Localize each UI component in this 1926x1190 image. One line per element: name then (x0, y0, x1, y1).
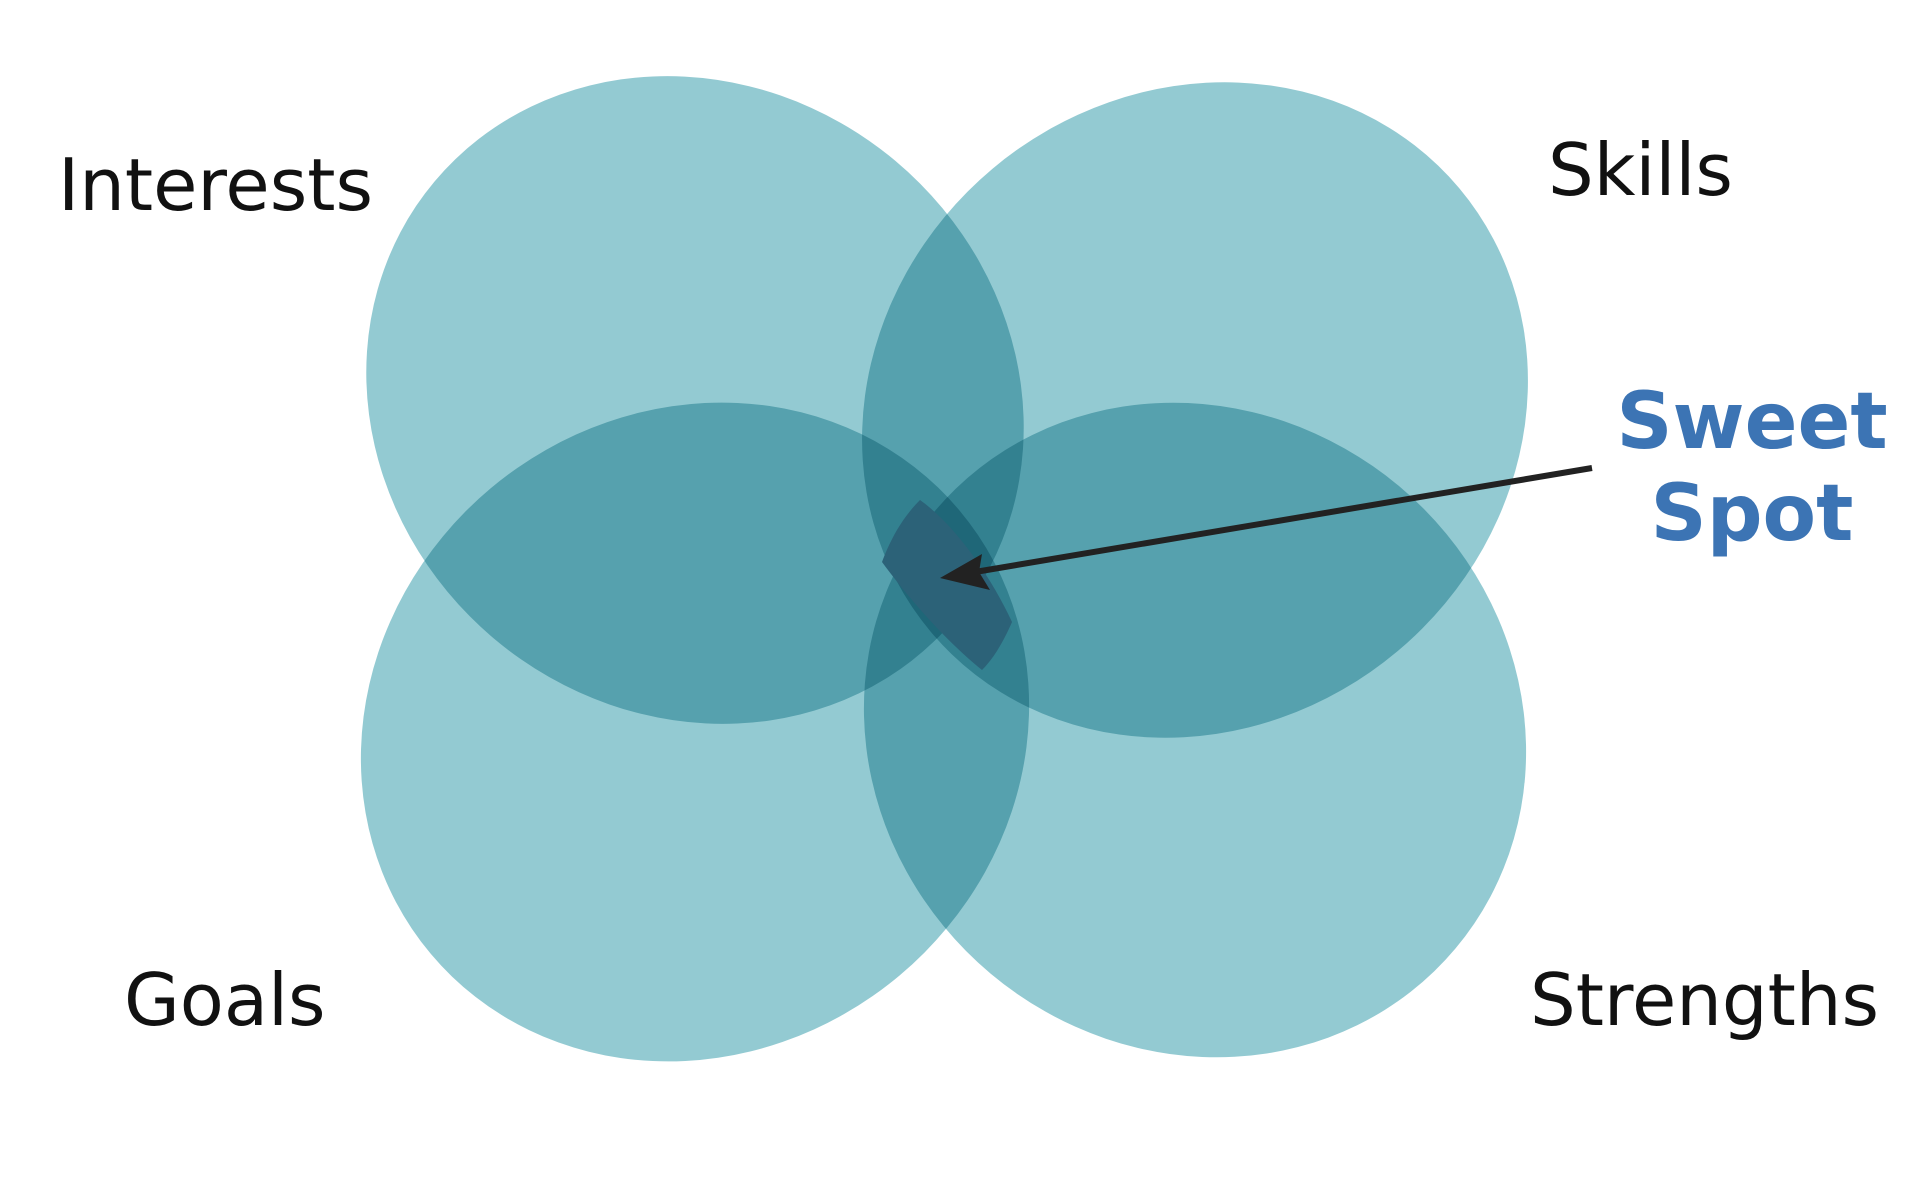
label-strengths: Strengths (1530, 958, 1879, 1042)
strengths-circle (863, 402, 1527, 1058)
sweet-spot-region (882, 500, 1012, 670)
label-goals: Goals (124, 958, 325, 1042)
arrow-head-icon (940, 554, 990, 590)
venn-circles (360, 76, 1528, 1062)
sweet-spot-arrow (940, 465, 1593, 590)
goals-circle (360, 402, 1030, 1062)
sweet-spot-label-line1: Sweet (1616, 377, 1887, 467)
label-interests: Interests (58, 143, 373, 227)
label-skills: Skills (1548, 128, 1733, 212)
arrow-shaft (974, 465, 1593, 575)
sweet-spot-label-line2: Spot (1651, 469, 1854, 559)
